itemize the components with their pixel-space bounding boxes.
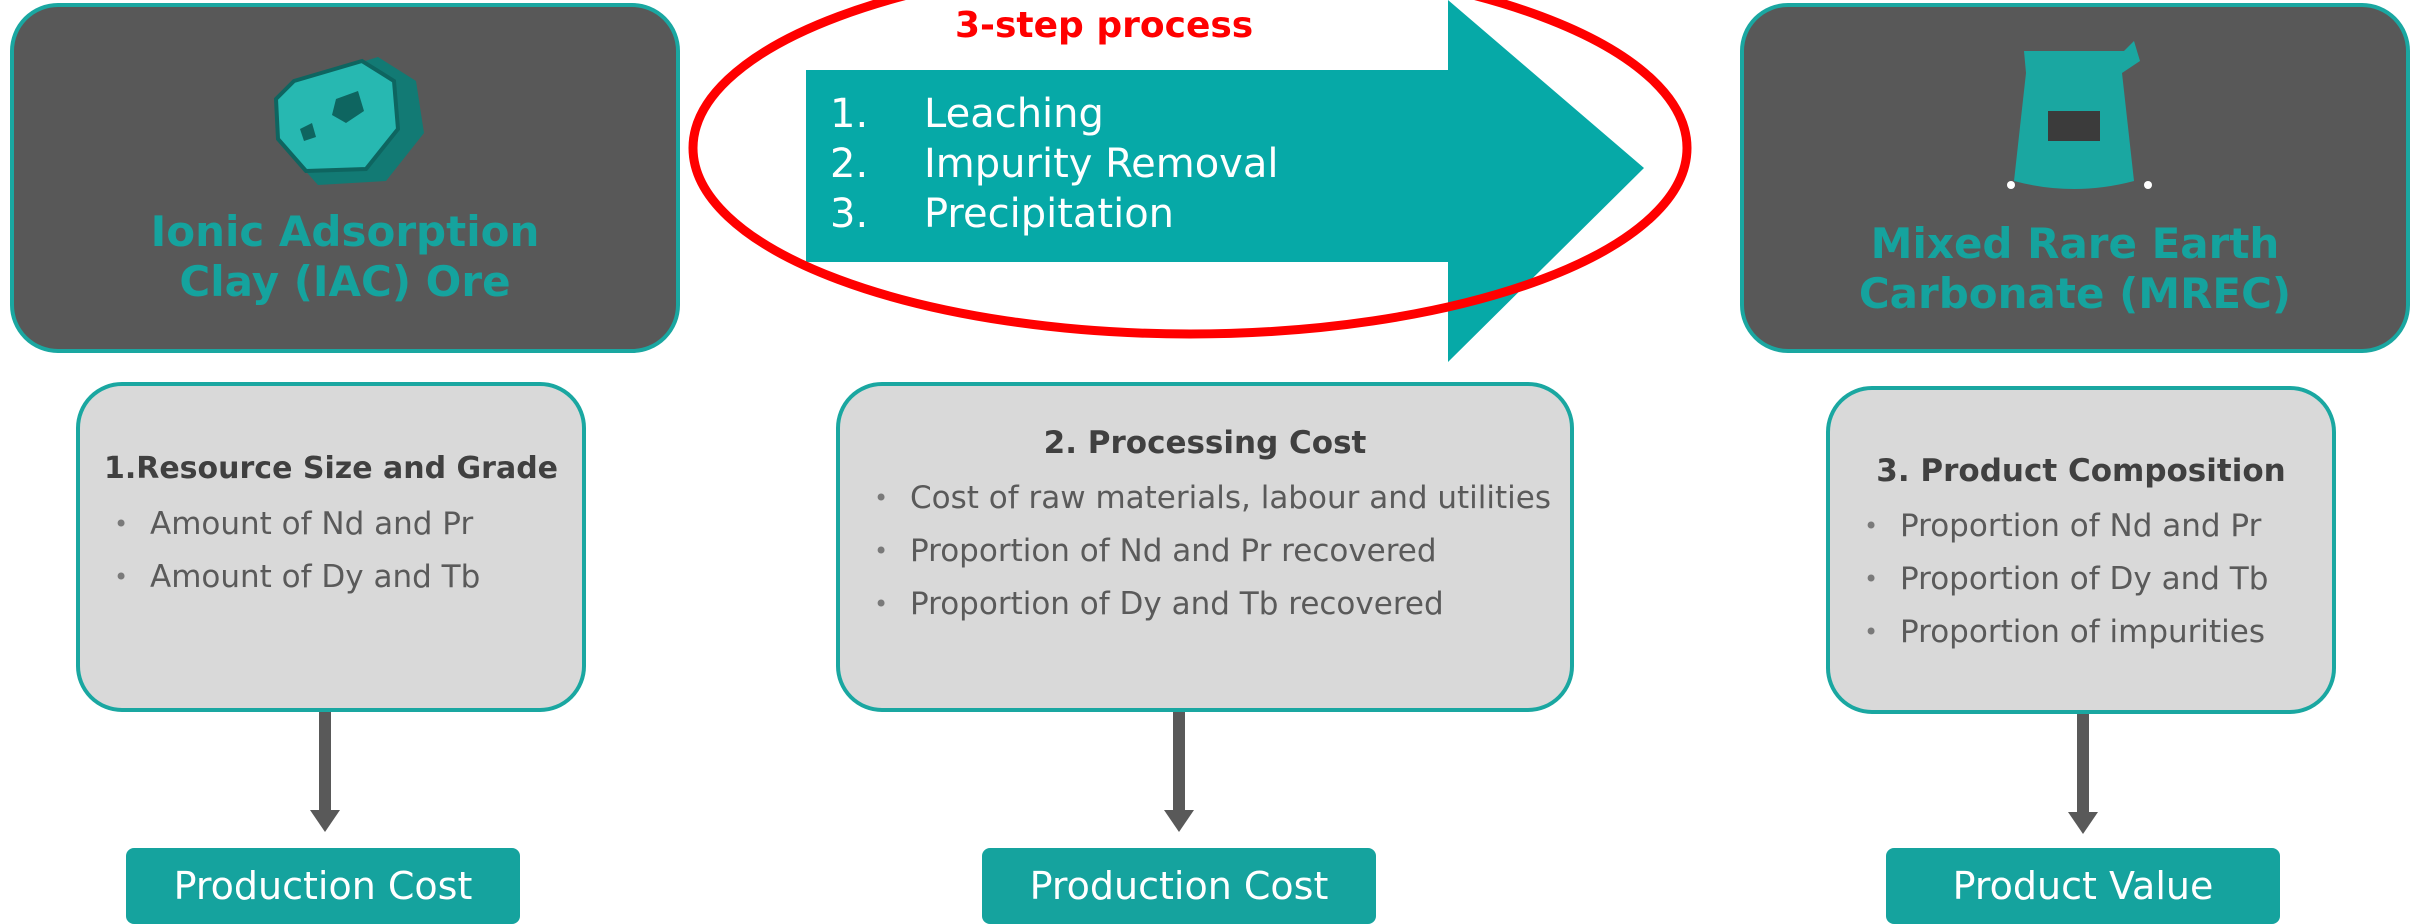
factor-bullet-list: Cost of raw materials, labour and utilit… [874, 472, 1551, 631]
connector-arrow-1 [310, 712, 340, 832]
factor-bullet: Proportion of Nd and Pr [1864, 500, 2268, 553]
process-step: 1. Leaching [830, 89, 1278, 139]
factor-bullet: Cost of raw materials, labour and utilit… [874, 472, 1551, 525]
factor-box-processing: 2. Processing Cost Cost of raw materials… [836, 382, 1574, 712]
factor-box-product: 3. Product Composition Proportion of Nd … [1826, 386, 2336, 714]
factor-bullet: Proportion of Dy and Tb recovered [874, 578, 1551, 631]
factor-bullet-list: Proportion of Nd and Pr Proportion of Dy… [1864, 500, 2268, 659]
input-node-title-line1: Ionic Adsorption [150, 207, 540, 256]
result-production-cost-2: Production Cost [982, 848, 1376, 924]
input-node-ore: Ionic Adsorption Clay (IAC) Ore [10, 3, 680, 353]
connector-arrow-2 [1164, 712, 1194, 832]
factor-bullet: Proportion of impurities [1864, 606, 2268, 659]
step-number: 3. [830, 191, 869, 237]
factor-box-resource: 1.Resource Size and Grade Amount of Nd a… [76, 382, 586, 712]
process-arrow [806, 0, 1644, 362]
step-label: Impurity Removal [924, 141, 1279, 187]
output-node-title-line2: Carbonate (MREC) [1858, 269, 2292, 318]
process-step: 3. Precipitation [830, 189, 1278, 239]
factor-bullet: Proportion of Nd and Pr recovered [874, 525, 1551, 578]
process-steps-list: 1. Leaching 2. Impurity Removal 3. Preci… [830, 89, 1278, 239]
factor-title: 1.Resource Size and Grade [103, 451, 559, 486]
ore-rock-icon [273, 57, 424, 185]
step-number: 2. [830, 141, 869, 187]
step-number: 1. [830, 91, 869, 137]
connector-arrow-3 [2068, 714, 2098, 834]
product-bag-icon [2007, 41, 2152, 189]
step-label: Leaching [924, 91, 1104, 137]
result-product-value: Product Value [1886, 848, 2280, 924]
factor-bullet: Proportion of Dy and Tb [1864, 553, 2268, 606]
process-step: 2. Impurity Removal [830, 139, 1278, 189]
step-label: Precipitation [924, 191, 1175, 237]
output-node-mrec: Mixed Rare Earth Carbonate (MREC) [1740, 3, 2410, 353]
factor-bullet-list: Amount of Nd and Pr Amount of Dy and Tb [114, 498, 480, 604]
output-node-title-line1: Mixed Rare Earth [1870, 219, 2280, 268]
process-callout-label: 3-step process [955, 5, 1254, 46]
red-highlight-ellipse [688, 0, 1692, 339]
factor-title: 2. Processing Cost [1043, 425, 1367, 461]
factor-bullet: Amount of Nd and Pr [114, 498, 480, 551]
result-production-cost-1: Production Cost [126, 848, 520, 924]
factor-title: 3. Product Composition [1876, 453, 2286, 489]
factor-bullet: Amount of Dy and Tb [114, 551, 480, 604]
input-node-title-line2: Clay (IAC) Ore [179, 257, 511, 306]
